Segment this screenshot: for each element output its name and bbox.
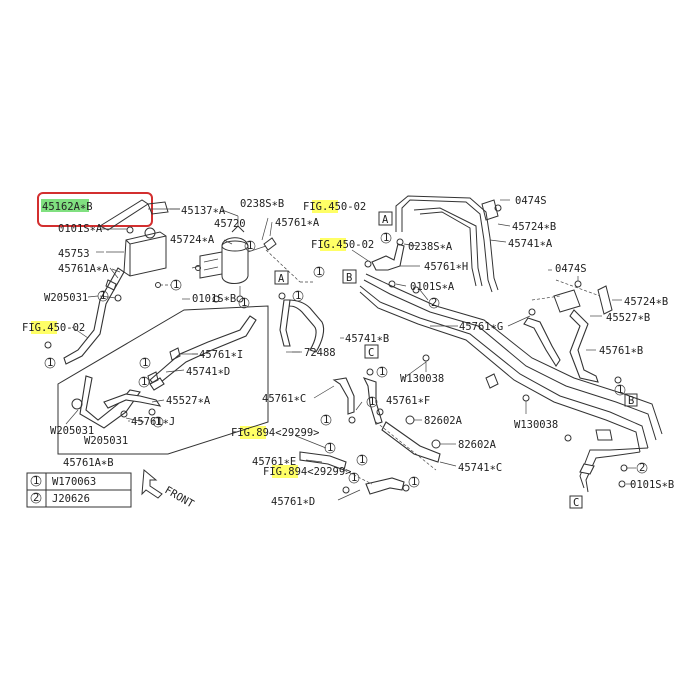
part-label-45741-B[interactable]: 45741∗B <box>345 333 389 345</box>
svg-text:1: 1 <box>351 472 357 484</box>
part-label-82602A-2[interactable]: 82602A <box>458 439 497 451</box>
callout-a-upper: A <box>382 214 389 226</box>
fig-ref-894-b[interactable]: FIG.894<29299> <box>263 466 352 478</box>
highlight-fig-450-c <box>31 321 57 334</box>
svg-text:1: 1 <box>617 384 623 396</box>
svg-text:1: 1 <box>316 266 322 278</box>
part-label-0474S-1[interactable]: 0474S <box>515 195 547 207</box>
part-label-45753[interactable]: 45753 <box>58 248 90 260</box>
leader-lines <box>87 208 602 422</box>
part-label-82602A-1[interactable]: 82602A <box>424 415 463 427</box>
svg-text:1: 1 <box>47 357 53 369</box>
part-label-45761-D[interactable]: 45761∗D <box>271 496 315 508</box>
svg-text:1: 1 <box>359 454 365 466</box>
callout-a-left: A <box>278 273 285 285</box>
left-component-group: 1 1 1 <box>44 199 182 369</box>
part-label-45137-A[interactable]: 45137∗A <box>181 205 226 217</box>
svg-text:1: 1 <box>241 297 247 309</box>
pump-assembly: 1 1 <box>191 209 277 309</box>
part-label-45741-D[interactable]: 45741∗D <box>186 366 230 378</box>
part-label-W130038-2[interactable]: W130038 <box>514 419 558 431</box>
part-label-45162A-B[interactable]: 45162A∗B <box>42 201 93 213</box>
part-label-0101S-B-1[interactable]: 0101S∗B <box>192 293 236 305</box>
svg-text:1: 1 <box>411 476 417 488</box>
lower-left-assembly: 1 1 1 <box>57 305 269 455</box>
front-label: FRONT <box>163 484 197 511</box>
part-label-45761-H[interactable]: 45761∗H <box>424 261 468 273</box>
svg-text:1: 1 <box>323 414 329 426</box>
part-label-45761-E[interactable]: 45761∗E <box>252 456 296 468</box>
svg-text:1: 1 <box>155 416 161 428</box>
callout-b-left: B <box>346 272 352 284</box>
part-label-45761-J[interactable]: 45761∗J <box>131 416 175 428</box>
right-tube-group: 1 2 <box>342 195 663 509</box>
part-label-0101S-A-2[interactable]: 0101S∗A <box>410 281 455 293</box>
part-label-0101S-A-1[interactable]: 0101S∗A <box>58 223 103 235</box>
callout-a-left-group: 1 1 <box>265 249 325 353</box>
part-label-W205031-2[interactable]: W205031 <box>50 425 94 437</box>
part-label-45724-B-1[interactable]: 45724∗B <box>512 221 556 233</box>
selected-part-box[interactable] <box>37 192 153 227</box>
part-label-72488[interactable]: 72488 <box>304 347 336 359</box>
part-label-45527-B[interactable]: 45527∗B <box>606 312 650 324</box>
part-label-45724-A[interactable]: 45724∗A <box>170 234 215 246</box>
fig-ref-450-b[interactable]: FIG.450-02 <box>311 239 374 251</box>
legend-num-2: 2 <box>33 492 39 504</box>
svg-text:1: 1 <box>383 232 389 244</box>
svg-text:1: 1 <box>142 357 148 369</box>
part-label-45761-A[interactable]: 45761∗A <box>275 217 320 229</box>
svg-text:1: 1 <box>295 290 301 302</box>
highlight-fig-450-a <box>312 200 338 213</box>
part-label-45724-B-2[interactable]: 45724∗B <box>624 296 668 308</box>
part-label-45741-A[interactable]: 45741∗A <box>508 238 553 250</box>
fig-ref-450-a[interactable]: FIG.450-02 <box>303 201 366 213</box>
svg-text:1: 1 <box>379 366 385 378</box>
part-label-0238S-B[interactable]: 0238S∗B <box>240 198 284 210</box>
part-label-45527-A[interactable]: 45527∗A <box>166 395 211 407</box>
part-label-W130038-1[interactable]: W130038 <box>400 373 444 385</box>
part-label-45761A-B[interactable]: 45761A∗B <box>63 457 114 469</box>
fig-ref-894-a[interactable]: FIG.894<29299> <box>231 427 320 439</box>
part-label-45741-C[interactable]: 45741∗C <box>458 462 502 474</box>
part-label-45720[interactable]: 45720 <box>214 218 246 230</box>
part-label-0101S-B-2[interactable]: 0101S∗B <box>630 479 674 491</box>
part-label-0474S-2[interactable]: 0474S <box>555 263 587 275</box>
part-label-W205031-1[interactable]: W205031 <box>44 292 88 304</box>
part-label-45761-C[interactable]: 45761∗C <box>262 393 306 405</box>
svg-text:1: 1 <box>369 396 375 408</box>
highlight-fig-450-b <box>320 238 346 251</box>
highlight-part-45162 <box>41 199 89 212</box>
highlight-fig-894-b <box>272 465 298 478</box>
callout-c-center: C <box>368 347 374 359</box>
legend: 1 W170063 2 J20626 <box>26 472 132 508</box>
part-label-45761-B[interactable]: 45761∗B <box>599 345 643 357</box>
legend-part-2: J20626 <box>52 493 90 505</box>
svg-text:1: 1 <box>141 376 147 388</box>
part-label-0238S-A[interactable]: 0238S∗A <box>408 241 453 253</box>
callout-c-bottom: C <box>573 497 579 509</box>
part-label-45761-F[interactable]: 45761∗F <box>386 395 430 407</box>
svg-text:2: 2 <box>431 297 437 309</box>
callout-b-right: B <box>628 395 634 407</box>
svg-text:1: 1 <box>100 290 106 302</box>
part-label-45761-I[interactable]: 45761∗I <box>199 349 243 361</box>
center-lower-group: 1 1 1 1 1 1 1 <box>295 344 457 501</box>
part-label-W205031-3[interactable]: W205031 <box>84 435 128 447</box>
svg-text:1: 1 <box>247 240 253 252</box>
svg-text:2: 2 <box>639 462 645 474</box>
front-arrow: FRONT <box>141 469 197 511</box>
svg-text:1: 1 <box>173 279 179 291</box>
part-label-45761A-A[interactable]: 45761A∗A <box>58 263 109 275</box>
fig-ref-450-c[interactable]: FIG.450-02 <box>22 322 85 334</box>
part-label-45761-G[interactable]: 45761∗G <box>459 321 503 333</box>
svg-text:1: 1 <box>327 442 333 454</box>
legend-part-1: W170063 <box>52 476 96 488</box>
legend-num-1: 1 <box>33 475 39 487</box>
